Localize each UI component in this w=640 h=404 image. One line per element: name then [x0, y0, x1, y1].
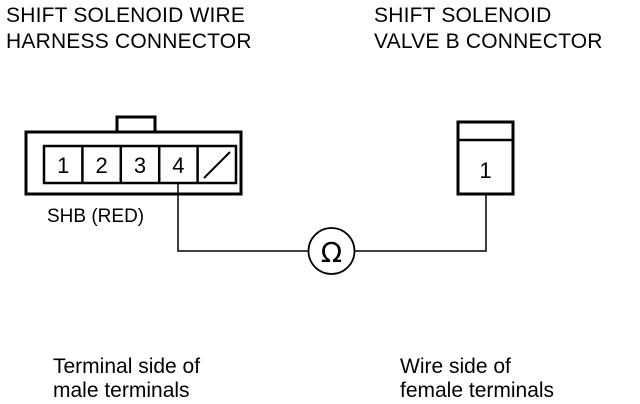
lead-from-terminal-4 — [177, 183, 308, 252]
valve-connector-body — [456, 120, 515, 196]
right-caption-line2: female terminals — [400, 379, 555, 402]
right-caption-line1: Wire side of — [400, 355, 511, 378]
wire-label: SHB (RED) — [47, 206, 144, 227]
left-caption-line1: Terminal side of — [53, 355, 201, 378]
left-title-line1: SHIFT SOLENOID WIRE — [6, 4, 246, 27]
harness-terminal-labels: 1 2 3 4 — [57, 153, 184, 178]
terminal-3-label: 3 — [134, 153, 146, 178]
test-leads — [177, 183, 487, 252]
left-title-line2: HARNESS CONNECTOR — [6, 30, 252, 53]
harness-connector-lock-tab — [115, 115, 157, 134]
right-connector-title: SHIFT SOLENOID VALVE B CONNECTOR — [374, 3, 603, 55]
right-title-line2: VALVE B CONNECTOR — [374, 30, 603, 53]
valve-connector — [456, 120, 515, 196]
ohm-symbol: Ω — [321, 236, 342, 269]
right-title-line1: SHIFT SOLENOID — [374, 4, 552, 27]
right-connector-caption: Wire side of female terminals — [400, 355, 554, 403]
terminal-4-label: 4 — [172, 153, 184, 178]
left-connector-title: SHIFT SOLENOID WIRE HARNESS CONNECTOR — [6, 3, 252, 55]
harness-connector — [24, 115, 243, 196]
lead-from-valve-terminal-1 — [355, 194, 487, 252]
ohmmeter-icon: Ω — [307, 227, 356, 275]
left-caption-line2: male terminals — [53, 379, 190, 402]
unused-terminal-slash — [203, 151, 231, 179]
terminal-2-label: 2 — [95, 153, 107, 178]
valve-terminal-1-label: 1 — [479, 158, 491, 183]
left-connector-caption: Terminal side of male terminals — [53, 355, 200, 403]
terminal-1-label: 1 — [57, 153, 69, 178]
